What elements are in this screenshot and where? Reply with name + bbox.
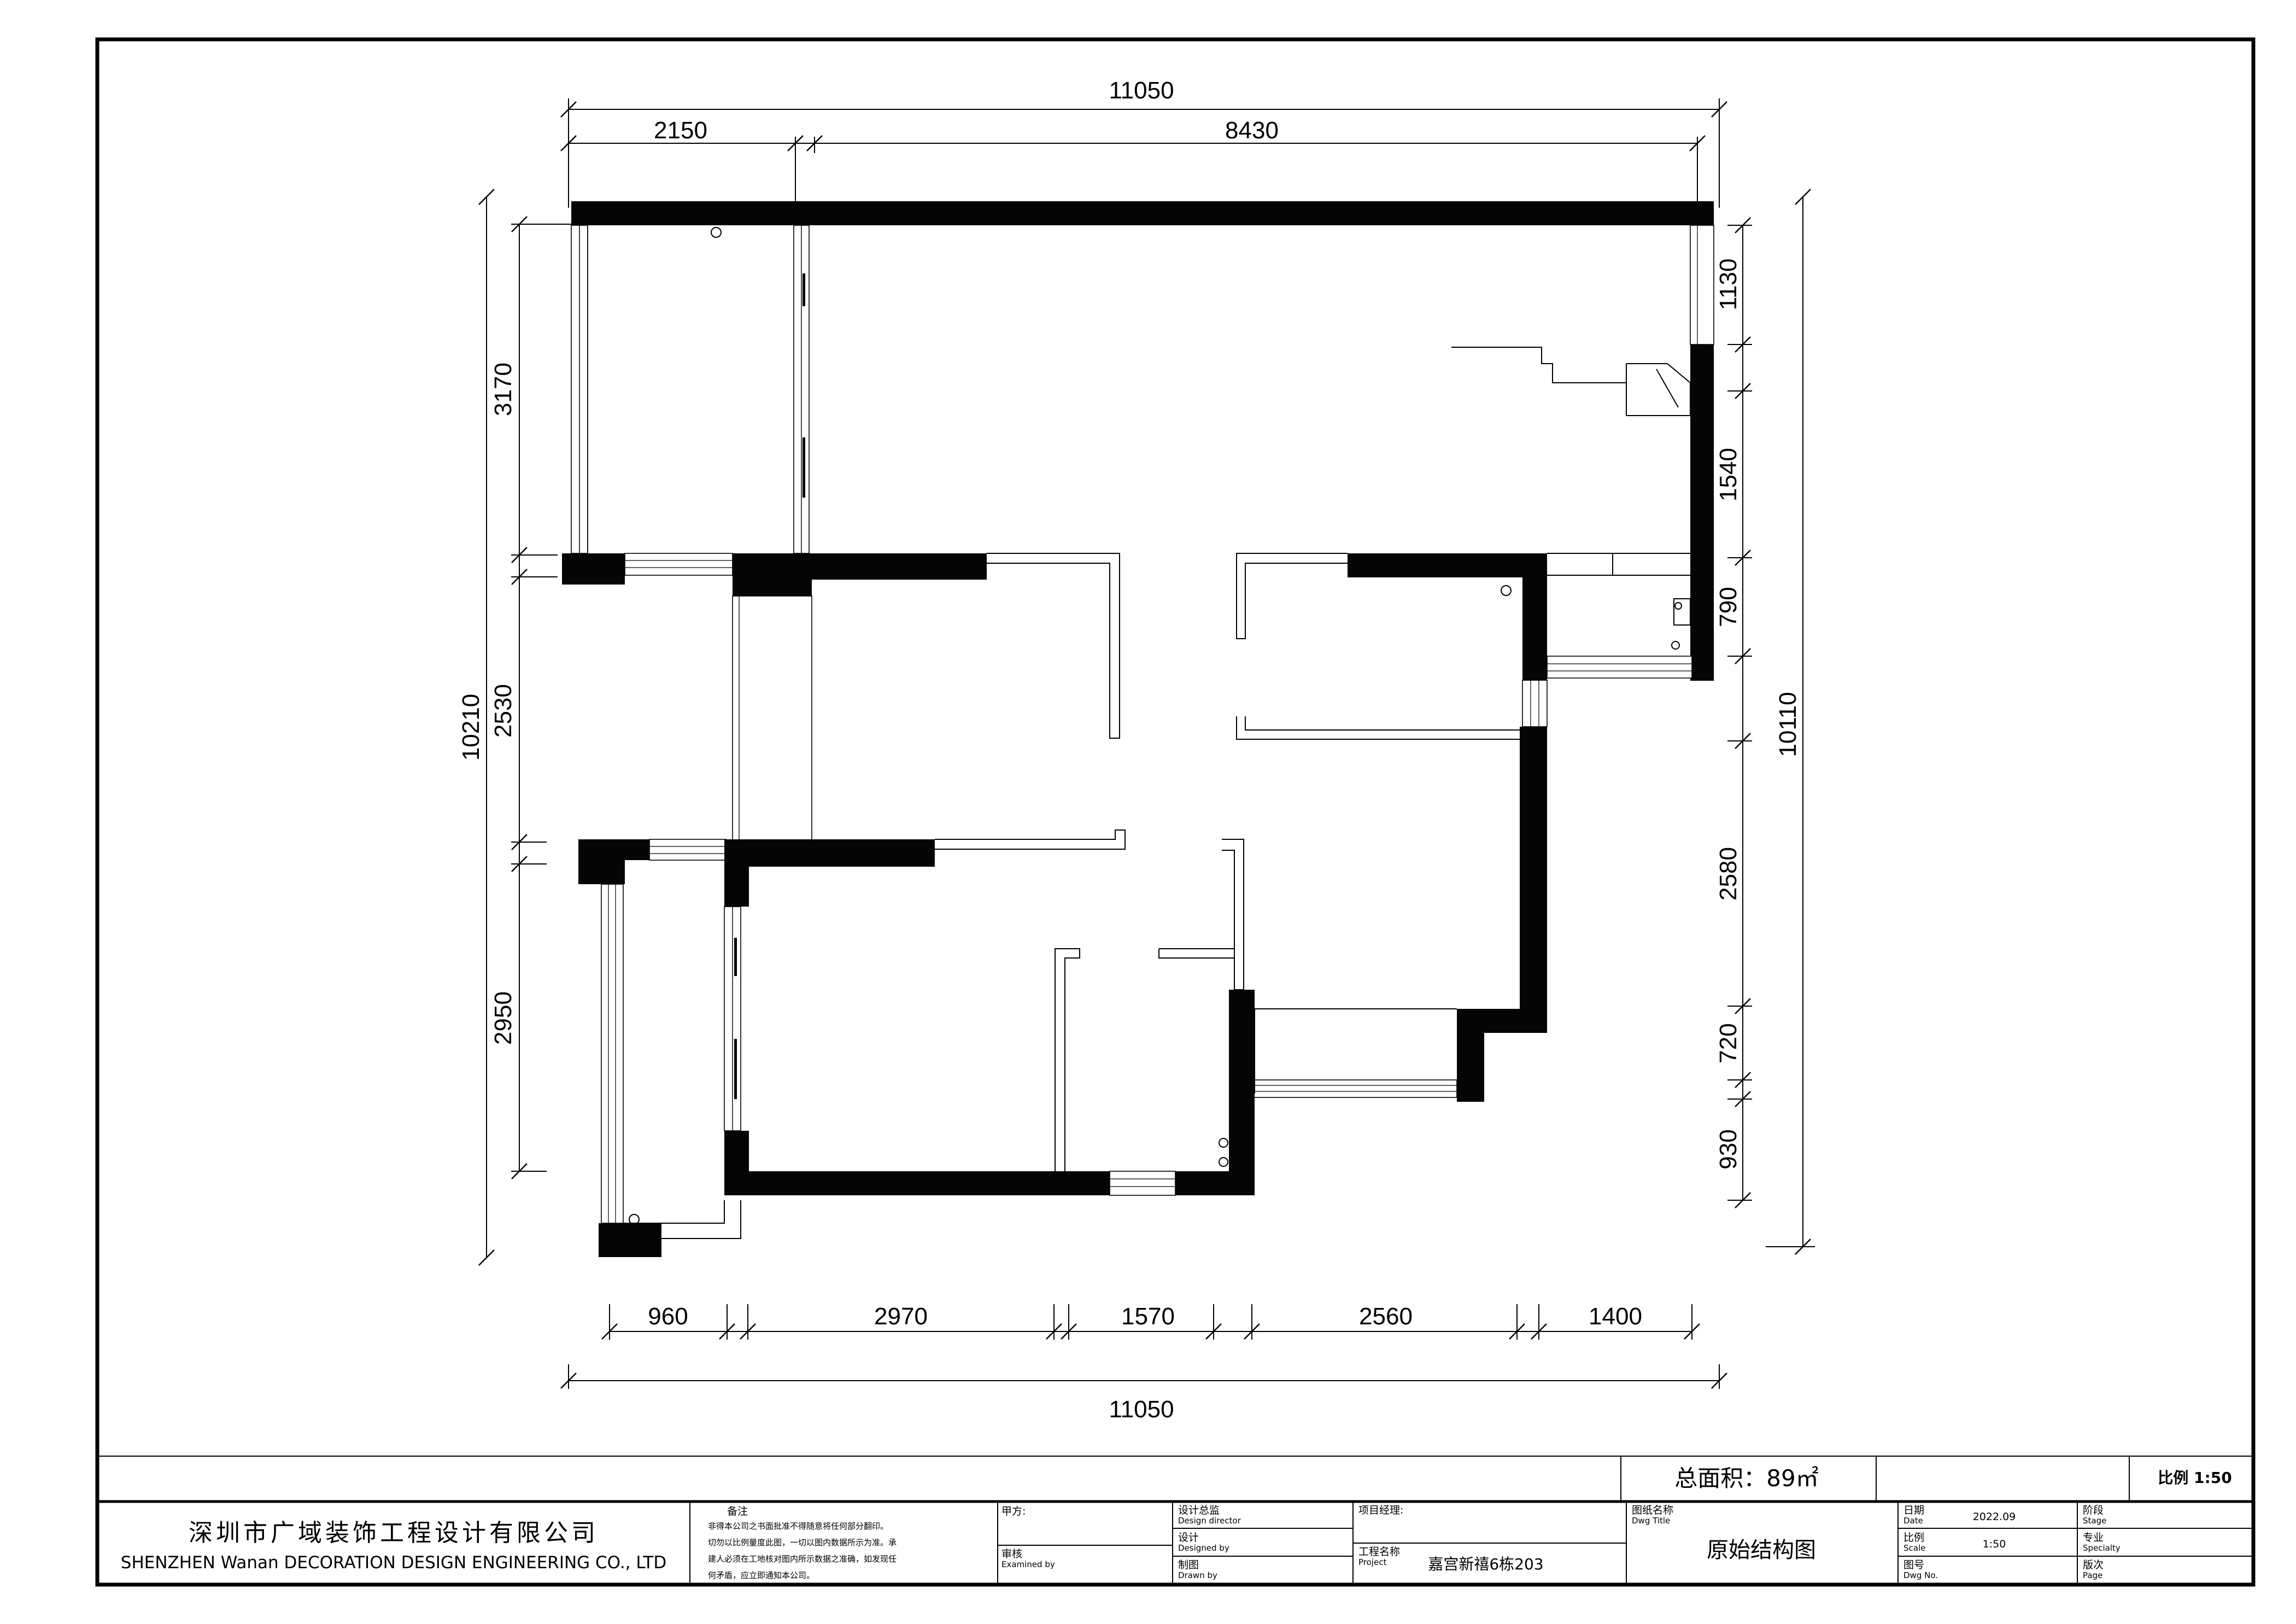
drawing-frame — [95, 37, 2256, 1587]
dim-left-1: 3170 — [490, 363, 517, 416]
drawn-label-cn: 制图 — [1178, 1559, 1199, 1571]
client-label: 甲方: — [1001, 1505, 1026, 1517]
project-name: 嘉宫新禧6栋203 — [1428, 1555, 1543, 1573]
director-label-en: Design director — [1178, 1516, 1241, 1526]
title-block — [689, 1502, 2253, 1585]
dwg-title: 原始结构图 — [1707, 1538, 1816, 1563]
notes-line-3: 建人必须在工地核对图内所示数据之准确，如发现任 — [708, 1554, 897, 1564]
walls — [562, 201, 1714, 1257]
date-label-en: Date — [1903, 1516, 1923, 1526]
dim-bottom-5: 1400 — [1589, 1303, 1642, 1330]
dim-right-4: 2580 — [1715, 847, 1742, 901]
notes-label: 备注 — [727, 1505, 748, 1517]
dim-right-3: 790 — [1715, 587, 1742, 627]
page-label-en: Page — [2083, 1570, 2102, 1580]
project-label-cn: 工程名称 — [1358, 1546, 1400, 1558]
specialty-label-en: Specialty — [2083, 1543, 2121, 1553]
dim-left-3: 2950 — [490, 991, 517, 1045]
dim-top-total: 11050 — [1109, 77, 1174, 104]
drawn-label-en: Drawn by — [1178, 1570, 1217, 1580]
company-name-cn: 深圳市广域装饰工程设计有限公司 — [189, 1519, 599, 1547]
designed-label-en: Designed by — [1178, 1543, 1229, 1553]
total-area-label: 总面积：89㎡ — [1674, 1465, 1818, 1492]
dim-right-6: 930 — [1715, 1129, 1742, 1169]
scale-label-en: Scale — [1903, 1543, 1925, 1553]
dim-left-total: 10210 — [458, 694, 484, 761]
dim-top-left: 2150 — [654, 117, 707, 144]
designed-label-cn: 设计 — [1178, 1532, 1199, 1544]
dwgno-label-en: Dwg No. — [1903, 1570, 1938, 1580]
examined-label-en: Examined by — [1001, 1559, 1055, 1569]
scale-value: 1:50 — [1983, 1538, 2006, 1550]
stage-label-cn: 阶段 — [2083, 1504, 2104, 1516]
notes-line-4: 何矛盾，应立即通知本公司。 — [708, 1570, 815, 1580]
stage-label-en: Stage — [2083, 1516, 2106, 1526]
project-label-en: Project — [1358, 1557, 1386, 1567]
dwg-title-label-cn: 图纸名称 — [1632, 1504, 1673, 1516]
dim-top-right: 8430 — [1225, 117, 1279, 144]
scale-label: 比例 1:50 — [2158, 1469, 2231, 1487]
dim-left-2: 2530 — [490, 684, 517, 738]
dim-right-5: 720 — [1715, 1023, 1742, 1063]
date-label-cn: 日期 — [1903, 1504, 1924, 1516]
dim-bottom-3: 1570 — [1121, 1303, 1175, 1330]
notes-line-2: 切勿以比例量度此图，一切以图内数据所示为准。承 — [708, 1538, 897, 1547]
notes-line-1: 非得本公司之书面批准不得随意将任何部分翻印。 — [708, 1521, 888, 1531]
page-label-cn: 版次 — [2083, 1559, 2104, 1571]
director-label-cn: 设计总监 — [1178, 1504, 1220, 1516]
company-name-en: SHENZHEN Wanan DECORATION DESIGN ENGINEE… — [121, 1553, 666, 1573]
dwg-title-label-en: Dwg Title — [1632, 1516, 1670, 1526]
dim-bottom-total: 11050 — [1109, 1396, 1174, 1423]
dimension-lines — [478, 98, 1815, 1389]
manager-label: 项目经理: — [1358, 1504, 1403, 1516]
date-value: 2022.09 — [1973, 1511, 2016, 1523]
dim-right-total: 10110 — [1774, 692, 1801, 757]
dimension-labels: 11050 2150 8430 10210 3170 2530 2950 101… — [458, 77, 1801, 1423]
dim-right-2: 1540 — [1715, 448, 1742, 501]
specialty-label-cn: 专业 — [2083, 1532, 2104, 1544]
dwgno-label-cn: 图号 — [1903, 1559, 1924, 1571]
dim-bottom-1: 960 — [648, 1303, 688, 1330]
dim-bottom-2: 2970 — [874, 1303, 928, 1330]
examined-label-cn: 审核 — [1001, 1548, 1022, 1560]
dim-bottom-4: 2560 — [1359, 1303, 1413, 1330]
dim-right-1: 1130 — [1715, 259, 1742, 311]
scale-label-cn: 比例 — [1903, 1532, 1924, 1544]
